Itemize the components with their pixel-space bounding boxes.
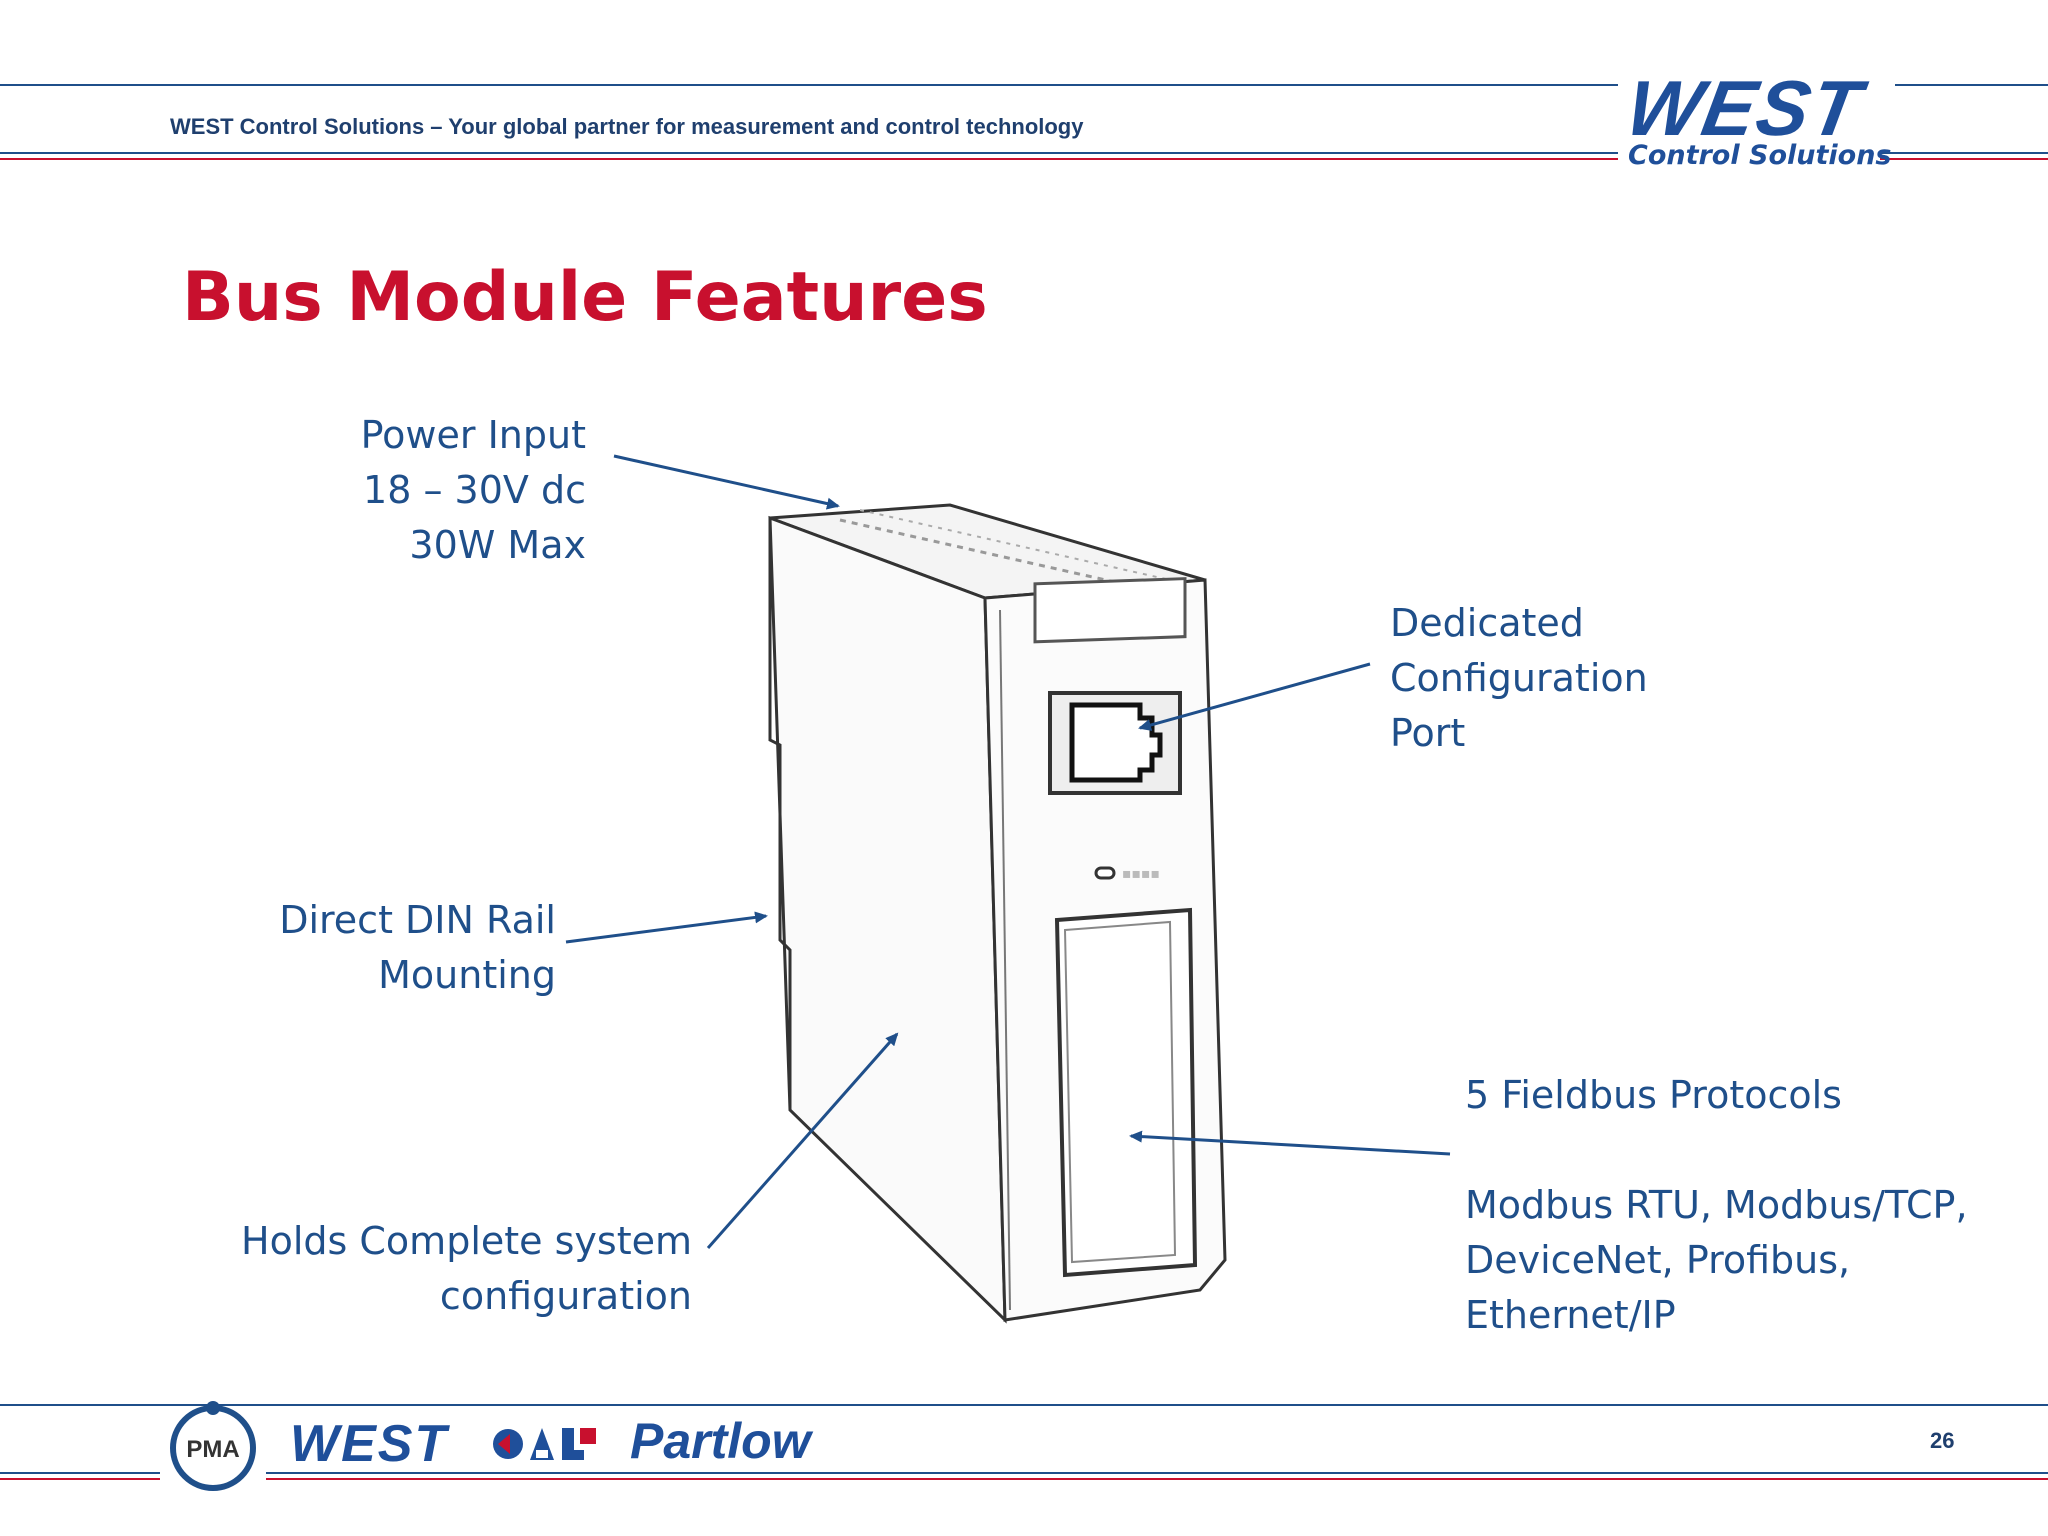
callout-system-config-line1: Holds Complete system	[241, 1219, 692, 1263]
header-rule-red-right	[1880, 158, 2048, 160]
callout-power-input-line1: Power Input	[360, 413, 586, 457]
module-top-vents	[839, 518, 1151, 592]
footer-rule-red-lower	[0, 1478, 160, 1480]
callout-fieldbus-line3: Ethernet/IP	[1465, 1293, 1676, 1337]
callout-power-input-line3: 30W Max	[409, 523, 586, 567]
footer-partlow-logo: Partlow	[630, 1413, 811, 1469]
footer-rule-red-lower-right	[266, 1478, 2048, 1480]
callout-fieldbus-list: Modbus RTU, Modbus/TCP, DeviceNet, Profi…	[1465, 1178, 1968, 1343]
module-config-port-icon	[1069, 702, 1163, 783]
footer-cal-logo	[493, 1428, 596, 1460]
callout-fieldbus-heading: 5 Fieldbus Protocols	[1465, 1073, 1842, 1117]
callout-config-port-line3: Port	[1390, 711, 1466, 755]
callout-din-rail-line2: Mounting	[378, 953, 556, 997]
pma-logo-text: PMA	[186, 1436, 239, 1463]
header-rule-red	[0, 158, 1618, 160]
module-front-inner-edge	[999, 609, 1011, 1311]
module-fieldbus-slot	[1054, 907, 1198, 1278]
footer-west-logo: WEST	[290, 1415, 449, 1473]
module-status-led	[1094, 866, 1116, 880]
callout-config-port: Dedicated Configuration Port	[1390, 596, 1648, 761]
header-top-rule-right	[1895, 84, 2048, 86]
pma-logo: PMA	[170, 1401, 256, 1491]
arrow-system-config	[706, 1032, 899, 1249]
module-side-face	[768, 515, 1007, 1324]
page-number: 26	[1930, 1428, 1955, 1453]
svg-text:▪▪▪▪: ▪▪▪▪	[1122, 866, 1160, 882]
callout-fieldbus-line1: Modbus RTU, Modbus/TCP,	[1465, 1183, 1968, 1227]
callout-power-input-line2: 18 – 30V dc	[363, 468, 586, 512]
callout-system-config-line2: configuration	[439, 1274, 692, 1318]
module-label-window	[1033, 577, 1187, 644]
arrow-config-port	[1138, 662, 1371, 731]
footer-rule-blue	[0, 1404, 2048, 1406]
page-title: Bus Module Features	[182, 258, 988, 337]
module-side-notch	[768, 518, 792, 1110]
footer-rule-blue-lower-right	[266, 1472, 2048, 1474]
footer-rule-blue-lower	[0, 1472, 160, 1474]
header-top-rule	[0, 84, 1618, 86]
callout-power-input: Power Input 18 – 30V dc 30W Max	[300, 408, 586, 573]
callout-din-rail-line1: Direct DIN Rail	[279, 898, 556, 942]
callout-config-port-line2: Configuration	[1390, 656, 1648, 700]
arrow-fieldbus	[1129, 1130, 1451, 1156]
header-tagline: WEST Control Solutions – Your global par…	[170, 114, 1084, 139]
arrow-din-rail	[565, 911, 768, 944]
west-logo-subtitle: Control Solutions	[1628, 140, 1892, 171]
header-rule-blue-right	[1880, 152, 2048, 154]
callout-fieldbus-line2: DeviceNet, Profibus,	[1465, 1238, 1851, 1282]
callout-system-config: Holds Complete system configuration	[200, 1214, 692, 1324]
callout-din-rail: Direct DIN Rail Mounting	[250, 893, 556, 1003]
arrow-power-input	[613, 454, 840, 510]
callout-config-port-line1: Dedicated	[1390, 601, 1584, 645]
header-rule-blue	[0, 152, 1618, 154]
